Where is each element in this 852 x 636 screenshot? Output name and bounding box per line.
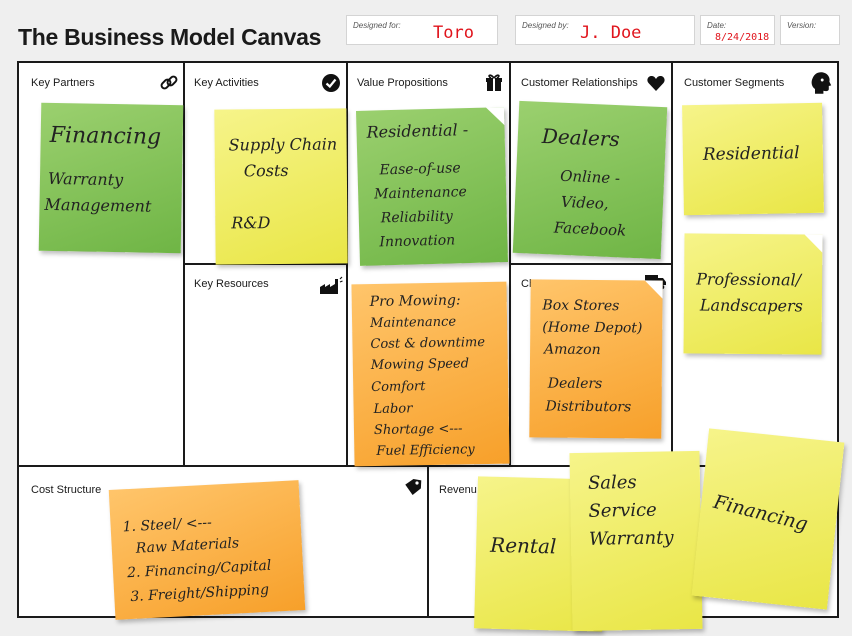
section-key-resources: Key Resources xyxy=(194,278,269,290)
note-text: Residential - xyxy=(366,120,469,142)
sticky-note-value-pro[interactable]: Pro Mowing: Maintenance Cost & downtime … xyxy=(351,281,510,467)
note-text: Pro Mowing: xyxy=(369,292,461,311)
version-field[interactable]: Version: xyxy=(780,15,840,45)
note-text: Shortage <--- xyxy=(373,421,463,438)
note-text: Video, xyxy=(560,192,610,213)
sticky-note-channels[interactable]: Box Stores (Home Depot) Amazon Dealers D… xyxy=(529,279,663,439)
note-text: Financing xyxy=(711,490,810,536)
note-text: Innovation xyxy=(379,232,456,251)
page-title: The Business Model Canvas xyxy=(18,24,322,50)
note-text: Residential xyxy=(702,143,800,165)
sticky-note-key-partners[interactable]: Financing Warranty Management xyxy=(38,102,184,254)
section-key-partners: Key Partners xyxy=(31,77,95,89)
designed-by-label: Designed by: xyxy=(522,21,569,30)
sticky-note-key-activities[interactable]: Supply Chain Costs R&D xyxy=(214,108,348,265)
note-text: Service xyxy=(588,499,657,522)
designed-for-value: Toro xyxy=(433,23,474,43)
divider xyxy=(183,63,185,467)
version-label: Version: xyxy=(787,21,817,30)
designed-for-field[interactable]: Designed for: Toro xyxy=(346,15,498,45)
checkmark-icon xyxy=(322,74,340,92)
note-text: Reliability xyxy=(380,208,454,227)
divider xyxy=(671,63,673,467)
section-key-activities: Key Activities xyxy=(194,77,259,89)
divider xyxy=(427,465,429,616)
sticky-note-customer-relationships[interactable]: Dealers Online - Video, Facebook xyxy=(512,100,668,260)
note-text: Fuel Efficiency xyxy=(376,442,475,459)
heart-icon xyxy=(647,75,665,91)
note-text: Raw Materials xyxy=(135,535,240,557)
date-field[interactable]: Date: 8/24/2018 xyxy=(700,15,775,45)
note-text: Maintenance xyxy=(373,184,467,203)
section-revenue-streams: Revenu xyxy=(439,484,477,496)
note-text: Comfort xyxy=(371,379,426,396)
factory-icon xyxy=(320,276,343,294)
note-text: Maintenance xyxy=(369,314,457,332)
designed-by-value: J. Doe xyxy=(580,23,642,43)
note-text: R&D xyxy=(231,213,271,233)
note-text: Professional/ xyxy=(696,269,802,290)
sticky-note-revenue-financing[interactable]: Financing xyxy=(691,428,845,610)
sticky-note-cost-structure[interactable]: 1. Steel/ <--- Raw Materials 2. Financin… xyxy=(108,480,306,620)
sticky-note-value-residential[interactable]: Residential - Ease-of-use Maintenance Re… xyxy=(355,107,509,266)
note-text: Supply Chain xyxy=(228,134,338,155)
note-text: Online - xyxy=(559,166,621,188)
sticky-note-segment-pro[interactable]: Professional/ Landscapers xyxy=(683,233,823,355)
section-customer-relationships: Customer Relationships xyxy=(521,77,638,89)
note-text: Ease-of-use xyxy=(379,160,461,179)
note-text: Financing xyxy=(49,122,162,150)
note-text: Distributors xyxy=(545,398,632,416)
note-text: Warranty xyxy=(47,168,124,190)
designed-by-field[interactable]: Designed by: J. Doe xyxy=(515,15,695,45)
divider xyxy=(509,63,511,467)
sticky-note-segment-residential[interactable]: Residential xyxy=(682,102,824,216)
note-text: Dealers xyxy=(547,375,603,393)
note-text: Cost & downtime xyxy=(370,335,486,353)
section-customer-segments: Customer Segments xyxy=(684,77,785,89)
note-text: Dealers xyxy=(541,123,621,152)
note-text: Box Stores xyxy=(542,297,620,315)
note-text: Facebook xyxy=(553,218,627,240)
note-text: Sales xyxy=(587,471,637,494)
section-value-propositions: Value Propositions xyxy=(357,77,448,89)
note-text: Warranty xyxy=(588,527,674,550)
link-icon xyxy=(160,75,178,90)
price-tag-icon xyxy=(405,478,422,496)
note-text: Rental xyxy=(489,532,557,559)
note-text: Landscapers xyxy=(699,295,803,316)
section-cost-structure: Cost Structure xyxy=(31,484,102,496)
note-text: 2. Financing/Capital xyxy=(126,557,272,582)
designed-for-label: Designed for: xyxy=(353,21,401,30)
note-text: (Home Depot) xyxy=(542,319,643,337)
note-text: 1. Steel/ <--- xyxy=(122,514,213,536)
gift-icon xyxy=(486,74,502,91)
sticky-note-revenue-sales[interactable]: Sales Service Warranty xyxy=(569,450,703,632)
note-text: Labor xyxy=(373,401,413,417)
divider xyxy=(509,263,673,265)
date-label: Date: xyxy=(707,21,727,30)
note-text: Mowing Speed xyxy=(370,356,470,374)
divider xyxy=(346,63,348,467)
note-text: Amazon xyxy=(544,341,601,359)
note-text: 3. Freight/Shipping xyxy=(129,581,270,606)
person-head-icon xyxy=(811,72,832,94)
note-text: Management xyxy=(44,194,152,216)
note-text: Costs xyxy=(243,160,289,181)
date-value: 8/24/2018 xyxy=(715,32,770,43)
